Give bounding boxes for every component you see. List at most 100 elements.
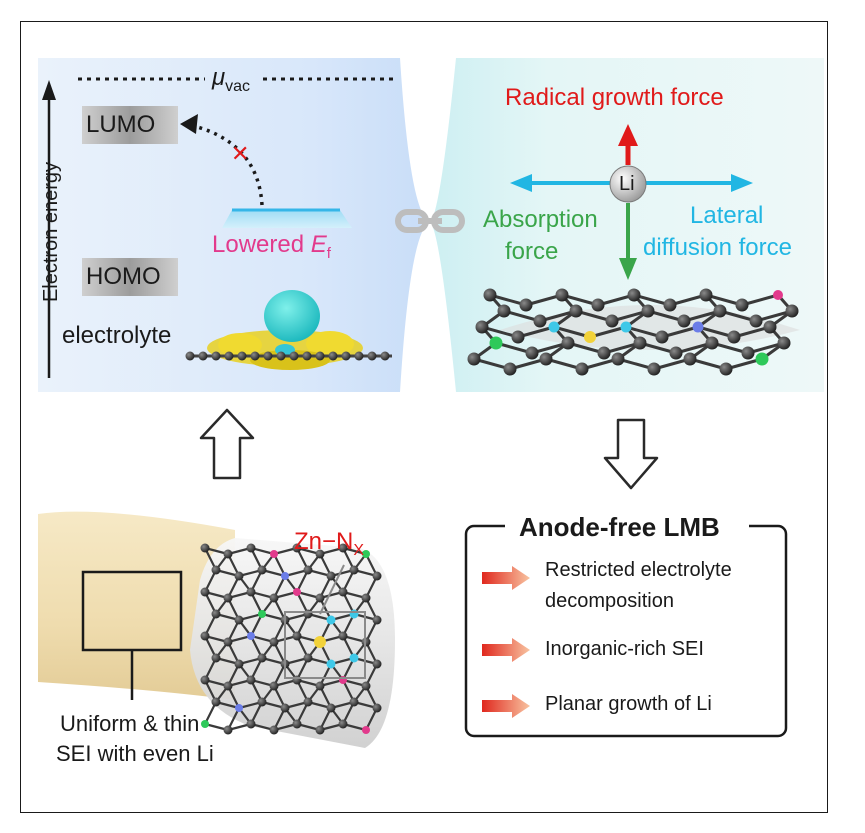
tube-atom bbox=[201, 720, 209, 728]
li-atom-label: Li bbox=[619, 173, 635, 195]
homo-bar bbox=[82, 258, 178, 296]
tube-atom bbox=[257, 565, 267, 575]
tube-atom bbox=[362, 550, 370, 558]
carbon-atom bbox=[263, 351, 273, 361]
electron-energy-label: Electron energy bbox=[40, 161, 62, 303]
radical-growth-label: Radical growth force bbox=[505, 84, 724, 111]
carbon-atom bbox=[237, 351, 247, 361]
tube-atom bbox=[361, 681, 371, 691]
lattice-atom bbox=[489, 336, 503, 350]
lattice-atom bbox=[692, 321, 704, 333]
lattice-atom bbox=[763, 320, 777, 334]
tube-atom bbox=[292, 719, 302, 729]
blocked-cross-icon: ✕ bbox=[231, 141, 250, 166]
tube-atom bbox=[315, 549, 325, 559]
tube-atom bbox=[338, 587, 348, 597]
carbon-atom bbox=[354, 351, 364, 361]
li-atom bbox=[609, 165, 647, 203]
bullet-arrow-icon bbox=[482, 566, 530, 590]
electrolyte-label: electrolyte bbox=[62, 322, 172, 349]
tube-atom bbox=[200, 675, 210, 685]
lattice-atom bbox=[497, 304, 511, 318]
tube-atom bbox=[303, 697, 313, 707]
tube-atom bbox=[246, 587, 256, 597]
tube-atom bbox=[246, 543, 256, 553]
tube-atom bbox=[315, 725, 325, 735]
lattice-atom bbox=[584, 331, 596, 343]
energy-axis-arrowhead bbox=[42, 80, 56, 100]
tube-atom bbox=[269, 637, 279, 647]
homo-label: HOMO bbox=[86, 263, 161, 290]
lattice-atom bbox=[548, 321, 560, 333]
carbon-atom bbox=[289, 351, 299, 361]
lattice-atom bbox=[511, 330, 525, 344]
carbon-atom bbox=[250, 351, 260, 361]
result-arrows bbox=[482, 566, 530, 718]
lattice-atom bbox=[719, 362, 733, 376]
lattice-atom bbox=[713, 304, 727, 318]
lattice-atom bbox=[749, 314, 763, 328]
lattice-atom bbox=[620, 321, 632, 333]
tube-atom bbox=[315, 593, 325, 603]
lattice-atom bbox=[669, 346, 683, 360]
tube-atom bbox=[349, 565, 359, 575]
tube-atom bbox=[349, 609, 359, 619]
tube-bond bbox=[250, 613, 263, 637]
tube-atom bbox=[281, 572, 289, 580]
tube-atom bbox=[223, 549, 233, 559]
lumo-label: LUMO bbox=[86, 111, 156, 138]
lattice-atom bbox=[647, 362, 661, 376]
tube-atom bbox=[280, 703, 290, 713]
tube-atom bbox=[234, 659, 244, 669]
tube-bond bbox=[273, 553, 286, 577]
lattice-atom bbox=[533, 314, 547, 328]
lattice-atom bbox=[735, 298, 749, 312]
nanotube-lattice bbox=[200, 543, 382, 735]
lattice-atom bbox=[561, 336, 575, 350]
lattice-atom bbox=[699, 288, 713, 302]
lattice-atom bbox=[641, 304, 655, 318]
lattice-atom bbox=[575, 362, 589, 376]
tube-atom bbox=[234, 615, 244, 625]
tube-atom bbox=[269, 725, 279, 735]
tube-atom bbox=[303, 565, 313, 575]
tube-atom bbox=[270, 550, 278, 558]
lattice-atom bbox=[569, 304, 583, 318]
lattice-atom bbox=[727, 330, 741, 344]
tube-atom bbox=[292, 543, 302, 553]
tube-atom bbox=[211, 565, 221, 575]
lattice-atom bbox=[683, 352, 697, 366]
lattice-atom bbox=[539, 352, 553, 366]
figure-frame bbox=[20, 21, 828, 813]
lattice-atom bbox=[785, 304, 799, 318]
graphene-bond bbox=[553, 325, 591, 339]
carbon-atom bbox=[380, 351, 390, 361]
carbon-atom bbox=[276, 351, 286, 361]
carbon-atom bbox=[302, 351, 312, 361]
tube-atom bbox=[234, 571, 244, 581]
lateral-label-2: diffusion force bbox=[643, 234, 792, 261]
lattice-atom bbox=[777, 336, 791, 350]
tube-atom bbox=[246, 675, 256, 685]
tube-atom bbox=[292, 631, 302, 641]
vacuum-level-label: μvac bbox=[212, 64, 251, 95]
tube-atom bbox=[314, 636, 326, 648]
tube-atom bbox=[200, 631, 210, 641]
zn-site-leader bbox=[319, 564, 345, 615]
result-item-3: Planar growth of Li bbox=[545, 693, 712, 715]
down-hollow-arrow bbox=[603, 418, 659, 490]
lowered-fermi-label: Lowered Ef bbox=[212, 231, 331, 262]
tube-atom bbox=[372, 571, 382, 581]
lattice-atom bbox=[525, 346, 539, 360]
tube-atom bbox=[211, 609, 221, 619]
tube-atom bbox=[372, 703, 382, 713]
tube-atom bbox=[361, 593, 371, 603]
tube-atom bbox=[292, 675, 302, 685]
lattice-atom bbox=[677, 314, 691, 328]
tube-atom bbox=[338, 631, 348, 641]
lattice-atom bbox=[633, 336, 647, 350]
lattice-atom bbox=[467, 352, 481, 366]
result-item-2: Inorganic-rich SEI bbox=[545, 638, 704, 660]
tube-atom bbox=[326, 659, 336, 669]
result-box-title: Anode-free LMB bbox=[519, 512, 720, 542]
